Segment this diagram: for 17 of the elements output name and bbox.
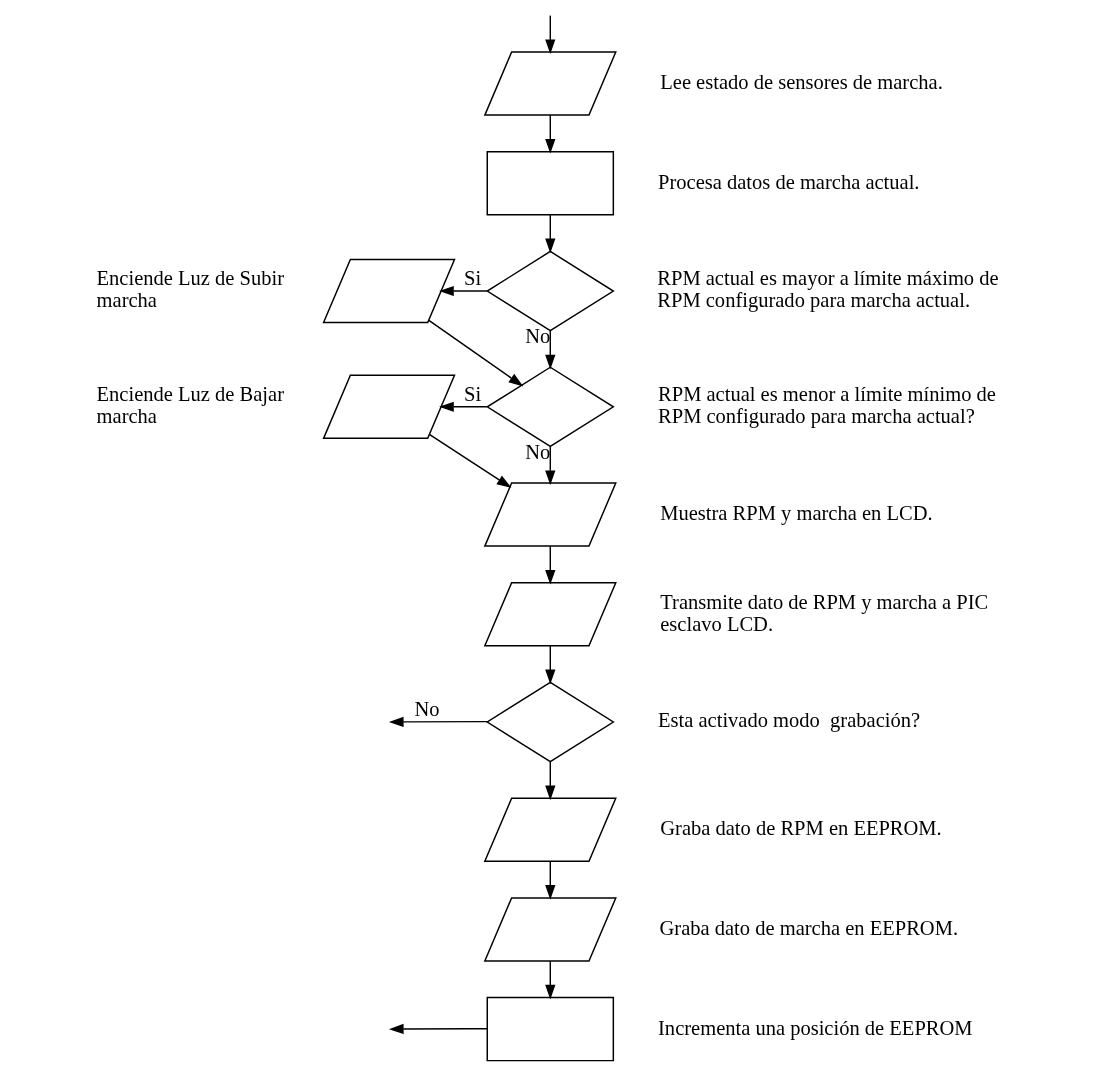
node-label: RPM actual es mayor a límite máximo de RPM configurado para marcha actual.: [657, 267, 999, 312]
node-label: Graba dato de RPM en EEPROM.: [660, 817, 942, 840]
node-label: Muestra RPM y marcha en LCD.: [660, 502, 933, 524]
node-label: Procesa datos de marcha actual.: [658, 170, 920, 193]
node-label: Transmite dato de RPM y marcha a PIC esclavo LCD.: [660, 590, 989, 635]
node-label: Enciende Luz de Bajar marcha: [96, 383, 284, 428]
node-label: Esta activado modo grabación?: [658, 709, 921, 732]
node-label: Incrementa una posición de EEPROM: [658, 1016, 973, 1039]
edge-label: No: [525, 441, 551, 464]
edge-label: Si: [464, 267, 482, 290]
node-label: RPM actual es menor a límite mínimo de RPM configurado para marcha actual?: [658, 383, 996, 428]
node-label: Graba dato de marcha en EEPROM.: [659, 916, 959, 939]
edge-label: No: [414, 698, 440, 721]
node-label: Lee estado de sensores de marcha.: [660, 71, 943, 94]
node-label: Enciende Luz de Subir marcha: [96, 267, 285, 312]
edge-label: Si: [464, 383, 482, 406]
edge-label: No: [525, 324, 551, 347]
